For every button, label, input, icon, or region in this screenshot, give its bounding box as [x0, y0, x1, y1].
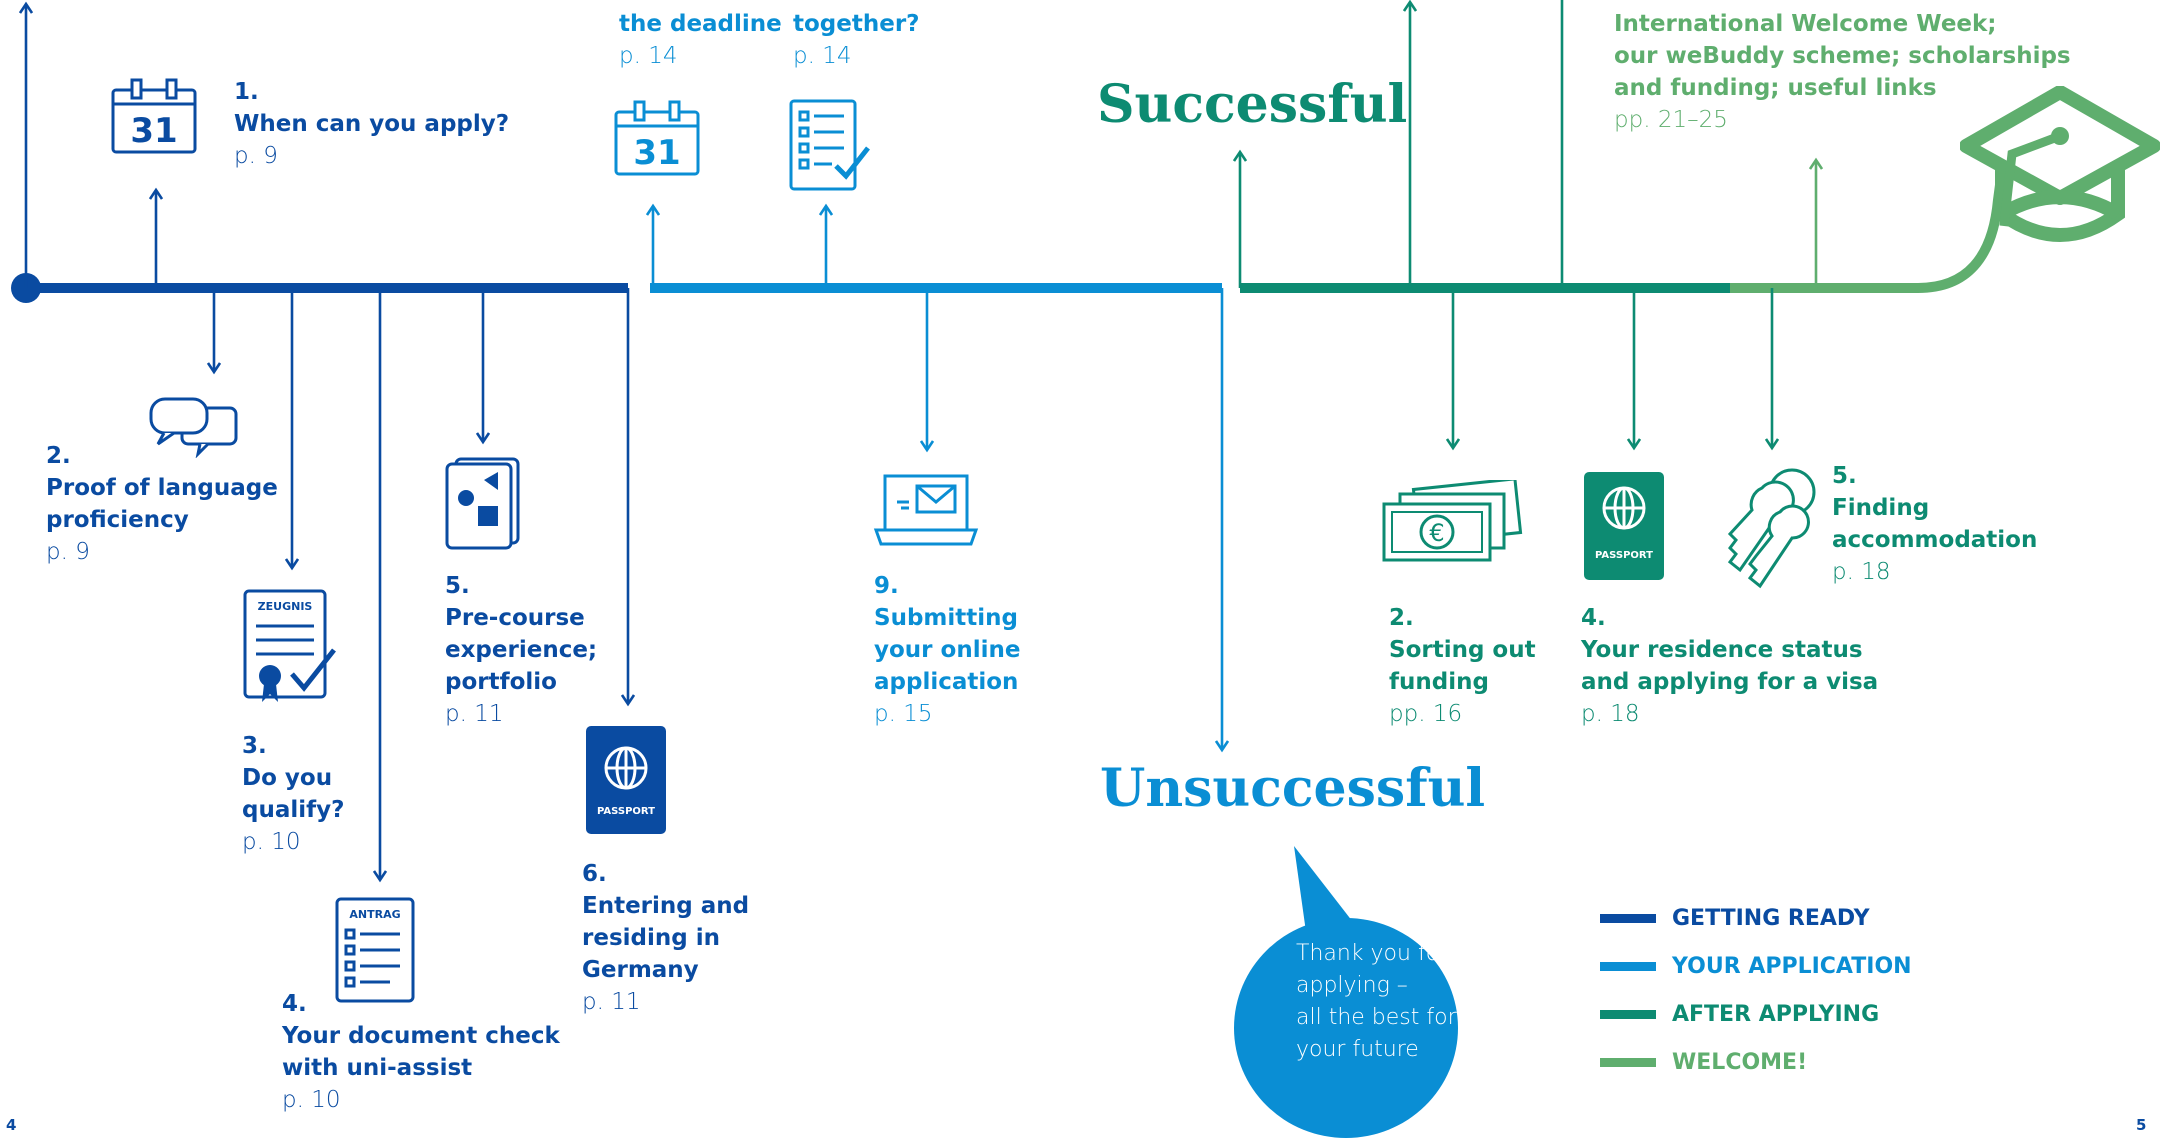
step-number: 3. — [242, 733, 267, 759]
step-number: 6. — [582, 861, 607, 887]
successful-heading: Successful — [1097, 74, 1408, 135]
welcome-text: International Welcome Week; our weBuddy … — [1614, 11, 2071, 101]
step-page: p. 9 — [234, 143, 278, 169]
step-page: p. 11 — [582, 989, 641, 1015]
step-number: 4. — [1581, 605, 1606, 631]
step-online-application: 9. Submitting your online application p.… — [874, 570, 1020, 730]
portfolio-cards-icon — [445, 457, 520, 550]
legend-swatch — [1600, 1010, 1656, 1019]
svg-text:31: 31 — [130, 111, 177, 151]
certificate-icon: ZEUGNIS — [243, 589, 336, 702]
legend-label: AFTER APPLYING — [1672, 1002, 1880, 1027]
keys-icon — [1727, 468, 1816, 589]
step-page: p. 18 — [1832, 559, 1891, 585]
step-page: p. 14 — [793, 43, 852, 69]
step-number: 9. — [874, 573, 899, 599]
step-number: 4. — [282, 991, 307, 1017]
calendar-icon: 31 — [614, 100, 700, 176]
svg-text:ANTRAG: ANTRAG — [349, 908, 400, 921]
step-when-can-you-apply: 1. When can you apply? p. 9 — [234, 76, 509, 172]
legend-label: WELCOME! — [1672, 1050, 1808, 1075]
passport-icon: PASSPORT — [586, 726, 666, 834]
legend-label: YOUR APPLICATION — [1672, 954, 1912, 979]
legend-swatch — [1600, 1058, 1656, 1067]
welcome-info: International Welcome Week; our weBuddy … — [1614, 8, 2071, 136]
step-title: Submitting your online application — [874, 605, 1021, 695]
step-title: Your residence status and applying for a… — [1581, 637, 1879, 695]
step-got-everything-together: together? p. 14 — [793, 8, 920, 72]
svg-text:€: € — [1429, 519, 1444, 547]
step-page: pp. 16 — [1389, 701, 1463, 727]
legend-swatch — [1600, 914, 1656, 923]
passport-icon: PASSPORT — [1584, 472, 1664, 580]
speech-bubbles-icon — [149, 397, 238, 458]
step-page: p. 10 — [282, 1087, 341, 1113]
step-do-you-qualify: 3. Do you qualify? p. 10 — [242, 730, 344, 858]
step-sorting-funding: 2. Sorting out funding pp. 16 — [1389, 602, 1536, 730]
step-title: Pre-course experience; portfolio — [445, 605, 598, 695]
application-form-icon: ANTRAG — [335, 897, 415, 1003]
euro-banknotes-icon: € — [1382, 480, 1523, 562]
step-title: Do you qualify? — [242, 765, 345, 823]
step-residence-visa: 4. Your residence status and applying fo… — [1581, 602, 1878, 730]
calendar-icon: 31 — [111, 78, 197, 154]
step-title: Your document check with uni-assist — [282, 1023, 560, 1081]
legend-item-your-application: YOUR APPLICATION — [1600, 954, 1912, 979]
step-title: the deadline — [619, 11, 782, 37]
step-page: p. 11 — [445, 701, 504, 727]
step-title: When can you apply? — [234, 111, 510, 137]
step-pre-course-experience: 5. Pre-course experience; portfolio p. 1… — [445, 570, 597, 730]
step-number: 2. — [46, 443, 71, 469]
page-number-left: 4 — [6, 1116, 17, 1134]
step-page: p. 14 — [619, 43, 678, 69]
legend-item-after-applying: AFTER APPLYING — [1600, 1002, 1879, 1027]
step-page: p. 9 — [46, 539, 90, 565]
step-page: p. 15 — [874, 701, 933, 727]
step-document-check: 4. Your document check with uni-assist p… — [282, 988, 560, 1116]
legend-item-welcome: WELCOME! — [1600, 1050, 1807, 1075]
step-page: p. 10 — [242, 829, 301, 855]
step-title: Entering and residing in Germany — [582, 893, 750, 983]
page-number-right: 5 — [2136, 1116, 2147, 1134]
step-finding-accommodation: 5. Finding accommodation p. 18 — [1832, 460, 2037, 588]
welcome-page: pp. 21–25 — [1614, 107, 1728, 133]
graduation-cap-icon — [1960, 86, 2160, 242]
step-number: 1. — [234, 79, 259, 105]
svg-text:ZEUGNIS: ZEUGNIS — [258, 600, 313, 613]
svg-text:PASSPORT: PASSPORT — [1595, 550, 1653, 561]
step-page: p. 18 — [1581, 701, 1640, 727]
step-title: Proof of language proficiency — [46, 475, 278, 533]
legend-swatch — [1600, 962, 1656, 971]
thank-you-text: Thank you for applying – all the best fo… — [1296, 941, 1457, 1062]
speech-bubble-tail — [1294, 846, 1356, 932]
thank-you-bubble — [1234, 918, 1458, 1138]
laptop-email-icon — [873, 474, 979, 546]
legend-item-getting-ready: GETTING READY — [1600, 906, 1870, 931]
svg-text:31: 31 — [633, 133, 680, 173]
step-number: 2. — [1389, 605, 1414, 631]
step-deadline: the deadline p. 14 — [619, 8, 782, 72]
checklist-icon — [789, 99, 870, 191]
step-entering-germany: 6. Entering and residing in Germany p. 1… — [582, 858, 749, 1018]
step-title: Finding accommodation — [1832, 495, 2038, 553]
step-title: Sorting out funding — [1389, 637, 1536, 695]
step-number: 5. — [1832, 463, 1857, 489]
step-title: together? — [793, 11, 920, 37]
step-number: 5. — [445, 573, 470, 599]
unsuccessful-heading: Unsuccessful — [1100, 758, 1486, 819]
svg-text:PASSPORT: PASSPORT — [597, 806, 655, 817]
step-language-proficiency: 2. Proof of language proficiency p. 9 — [46, 440, 278, 568]
legend-label: GETTING READY — [1672, 906, 1870, 931]
